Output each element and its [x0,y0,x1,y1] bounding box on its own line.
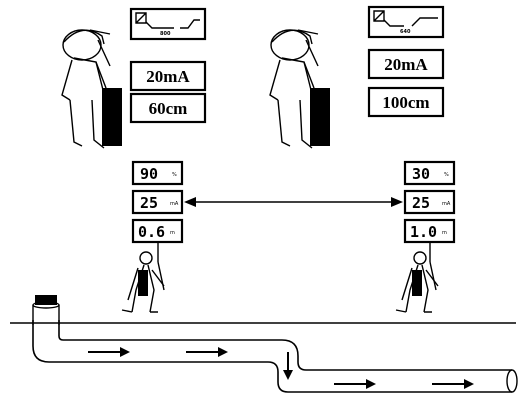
left-signal-value: 90 [140,165,158,183]
right-signal-unit: % [444,172,449,178]
technician-left-figure [61,29,122,149]
right-frequency-panel [367,5,445,39]
right-depth-unit: m [442,230,447,236]
right-depth-value: 100cm [382,93,429,112]
left-depth-reading: 0.6 [138,223,165,241]
right-current-unit: mA [442,201,451,207]
technician-right-figure [269,29,330,149]
left-current-reading: 25 [140,194,158,212]
left-current-display [131,189,184,215]
technician-right-small [395,251,439,313]
right-current-value: 20mA [384,55,428,74]
left-current-value: 20mA [146,67,190,86]
left-depth-value: 60cm [149,99,188,118]
right-signal-value: 30 [412,165,430,183]
right-current-display [403,189,456,215]
right-current-box [367,48,445,80]
right-depth-box [367,86,445,118]
right-signal-display [403,160,456,186]
flow-arrows [88,347,474,389]
comparison-double-arrow [184,197,403,207]
left-depth-unit: m [170,230,175,236]
right-frequency-label: 640 [400,29,411,35]
left-current-box [129,60,207,92]
underground-pipe [32,320,518,393]
left-depth-box [129,92,207,124]
left-current-unit: mA [170,201,179,207]
left-frequency-panel [129,7,207,41]
right-depth-reading: 1.0 [410,223,437,241]
left-signal-display [131,160,184,186]
right-current-reading: 25 [412,194,430,212]
access-well [32,295,60,325]
technician-left-small [121,251,165,313]
left-signal-unit: % [172,172,177,178]
left-frequency-label: 800 [160,31,171,37]
